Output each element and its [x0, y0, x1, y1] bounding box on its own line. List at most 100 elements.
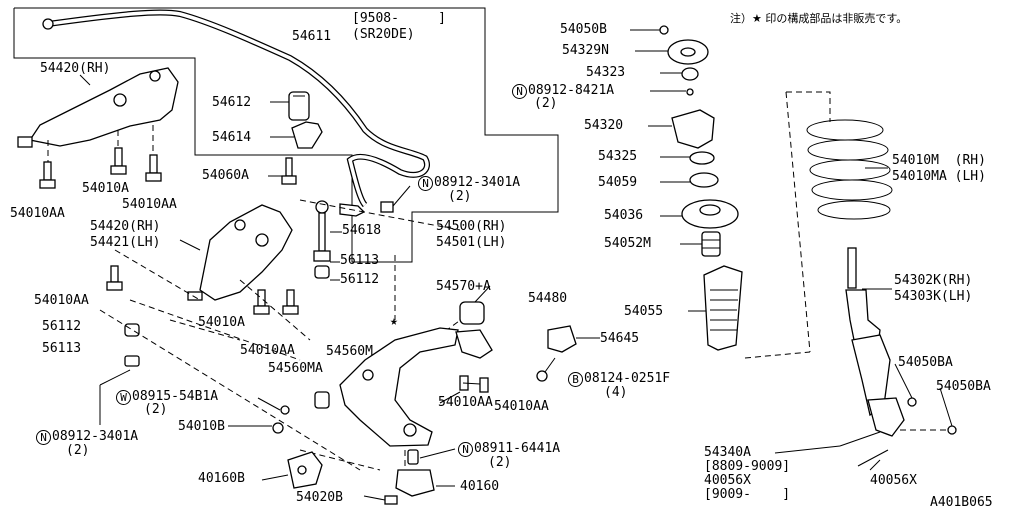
part-56113-left: 56113 [42, 341, 82, 356]
nut-08912-right-qty: (2) [534, 96, 558, 111]
part-54059: 54059 [598, 175, 638, 190]
part-54010aa-6: 54010AA [494, 399, 549, 414]
part-54052m: 54052M [604, 236, 651, 251]
part-54320: 54320 [584, 118, 624, 133]
part-54020b: 54020B [296, 490, 343, 505]
bolts-left [39, 125, 162, 189]
lower-arm-bushings [455, 285, 600, 393]
part-54010aa-5: 54010AA [438, 395, 493, 410]
non-sale-note: 注）★ 印の構成部品は非販売です。 [730, 12, 908, 25]
strut-bolts [839, 431, 889, 467]
range-8809: [8809-9009] [704, 459, 791, 474]
part-54055: 54055 [624, 304, 664, 319]
circle-n-marker: N [418, 176, 433, 191]
circle-n-marker: N [512, 84, 527, 99]
nut-08912-mid-number: 08912-3401A [434, 175, 521, 190]
part-54050ba-1: 54050BA [898, 355, 953, 370]
bolt-54060a [268, 157, 297, 185]
lower-control-arm [314, 327, 459, 447]
stabilizer-clamp [270, 121, 323, 149]
part-54060a: 54060A [202, 168, 249, 183]
range-9009: [9009- ] [704, 487, 791, 502]
part-54050b: 54050B [560, 22, 607, 37]
part-54303k: 54303K(LH) [894, 289, 973, 304]
part-40160b: 40160B [198, 471, 245, 486]
part-56112-mid: 56112 [340, 272, 380, 287]
washer-08915-qty: (2) [144, 402, 168, 417]
part-54010m: 54010M (RH) [892, 153, 986, 168]
stabilizer-bar [42, 9, 430, 208]
part-54501-lh: 54501(LH) [436, 235, 507, 250]
part-54302k: 54302K(RH) [894, 273, 973, 288]
strut-assembly [845, 247, 957, 437]
part-54050ba-2: 54050BA [936, 379, 991, 394]
part-54618: 54618 [342, 223, 382, 238]
part-54421-lh: 54421(LH) [90, 235, 161, 250]
figure-id: A401B065 [930, 495, 993, 510]
part-54010ma: 54010MA (LH) [892, 169, 986, 184]
part-54010a-2: 54010A [198, 315, 245, 330]
part-54645: 54645 [600, 331, 640, 346]
part-54010aa-3: 54010AA [34, 293, 89, 308]
part-54010a-1: 54010A [82, 181, 129, 196]
part-56112-left: 56112 [42, 319, 82, 334]
part-54323: 54323 [586, 65, 626, 80]
part-54560ma: 54560MA [268, 361, 323, 376]
nut-08911-qty: (2) [488, 455, 512, 470]
part-54612: 54612 [212, 95, 252, 110]
nut-08912-right-number: 08912-8421A [528, 83, 615, 98]
circle-b-marker: B [568, 372, 583, 387]
nut-08912-mid-qty: (2) [448, 189, 472, 204]
coil-spring [744, 91, 893, 359]
part-40056x-left: 40056X [704, 473, 751, 488]
part-54570a: 54570+A [436, 279, 491, 294]
part-54340a: 54340A [704, 445, 751, 460]
part-54500-rh: 54500(RH) [436, 219, 507, 234]
part-54010aa-1: 54010AA [10, 206, 65, 221]
front-suspension-member [179, 204, 293, 301]
star-marker: ★ [390, 314, 398, 329]
part-54611: 54611 [292, 29, 332, 44]
circle-n-marker: N [36, 430, 51, 445]
strut-mount-stack [659, 25, 739, 257]
leader-lines [228, 29, 953, 501]
part-56113-mid: 56113 [340, 253, 380, 268]
part-54010b: 54010B [178, 419, 225, 434]
washer-08915-number: 08915-54B1A [132, 389, 219, 404]
part-54325: 54325 [598, 149, 638, 164]
part-54560m: 54560M [326, 344, 373, 359]
bolt-08124-qty: (4) [604, 385, 628, 400]
part-54614: 54614 [212, 130, 252, 145]
stabilizer-group-outline [13, 7, 559, 263]
transverse-link-rh [17, 67, 179, 148]
dust-boot [703, 265, 743, 351]
knuckle-parts [272, 405, 435, 505]
circle-w-marker: W [116, 390, 131, 405]
part-40056x-right: 40056X [870, 473, 917, 488]
nut-08912-left-number: 08912-3401A [52, 429, 139, 444]
part-54010aa-2: 54010AA [122, 197, 177, 212]
stabilizer-bushing [270, 91, 310, 121]
part-54480: 54480 [528, 291, 568, 306]
stabilizer-engine: (SR20DE) [352, 27, 415, 42]
nut-08912-left-qty: (2) [66, 443, 90, 458]
part-54010aa-4: 54010AA [240, 343, 295, 358]
stabilizer-range: [9508- ] [352, 11, 446, 26]
circle-n-marker: N [458, 442, 473, 457]
part-40160: 40160 [460, 479, 500, 494]
connecting-rod [313, 185, 411, 281]
part-54420-rh-top: 54420(RH) [40, 61, 111, 76]
part-54329n: 54329N [562, 43, 609, 58]
part-54420-rh: 54420(RH) [90, 219, 161, 234]
nut-08911-number: 08911-6441A [474, 441, 561, 456]
part-54036: 54036 [604, 208, 644, 223]
bolt-08124-number: 08124-0251F [584, 371, 671, 386]
